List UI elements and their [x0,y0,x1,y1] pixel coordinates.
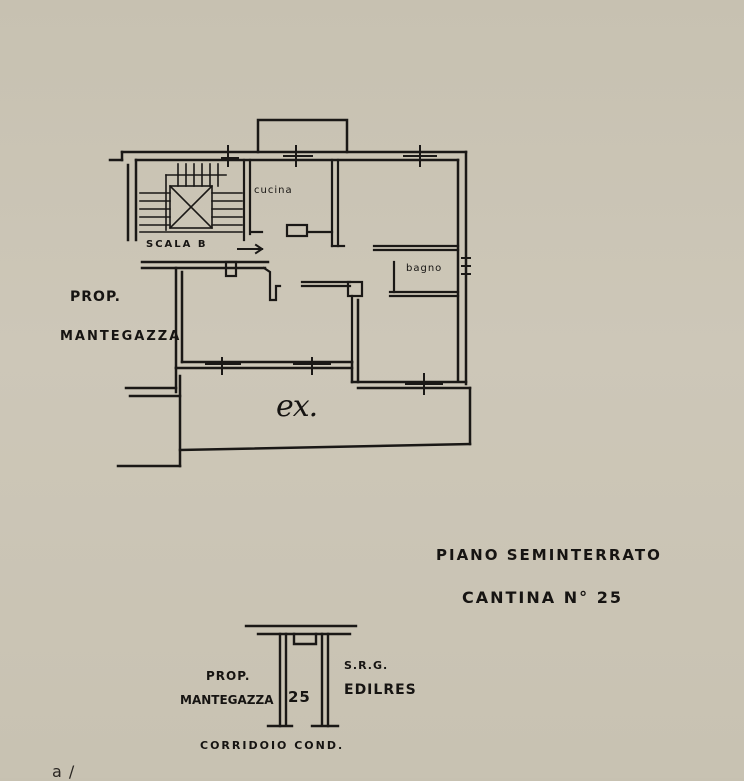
cellar-drawing [244,624,358,728]
top-projection [256,118,349,154]
cellar-neighbor-line2: MANTEGAZZA [180,693,274,707]
neighbor-label-line1: PROP. [70,289,121,305]
stair-treads [139,163,243,233]
margin-scribble: a / [52,762,76,781]
interior-walls [224,158,460,364]
neighbor-label-line2: MANTEGAZZA [60,329,182,344]
outer-walls [108,150,472,468]
cellar-neighbor-line1: PROP. [206,669,251,683]
cellar-title: CANTINA N° 25 [462,588,623,607]
bathroom-label: bagno [406,263,443,274]
other-owner-line1: S.R.G. [344,659,389,672]
stair-label: SCALA B [146,239,208,250]
stair-arrow-icon [237,243,264,255]
courtyard-label: ex. [276,389,318,424]
other-owner-line2: EDILRES [344,682,417,698]
kitchen-label: cucina [254,185,293,196]
corridor-label: CORRIDOIO COND. [200,739,345,752]
floor-title: PIANO SEMINTERRATO [436,546,662,564]
window-marks [205,145,471,395]
cellar-unit-number: 25 [288,688,311,706]
